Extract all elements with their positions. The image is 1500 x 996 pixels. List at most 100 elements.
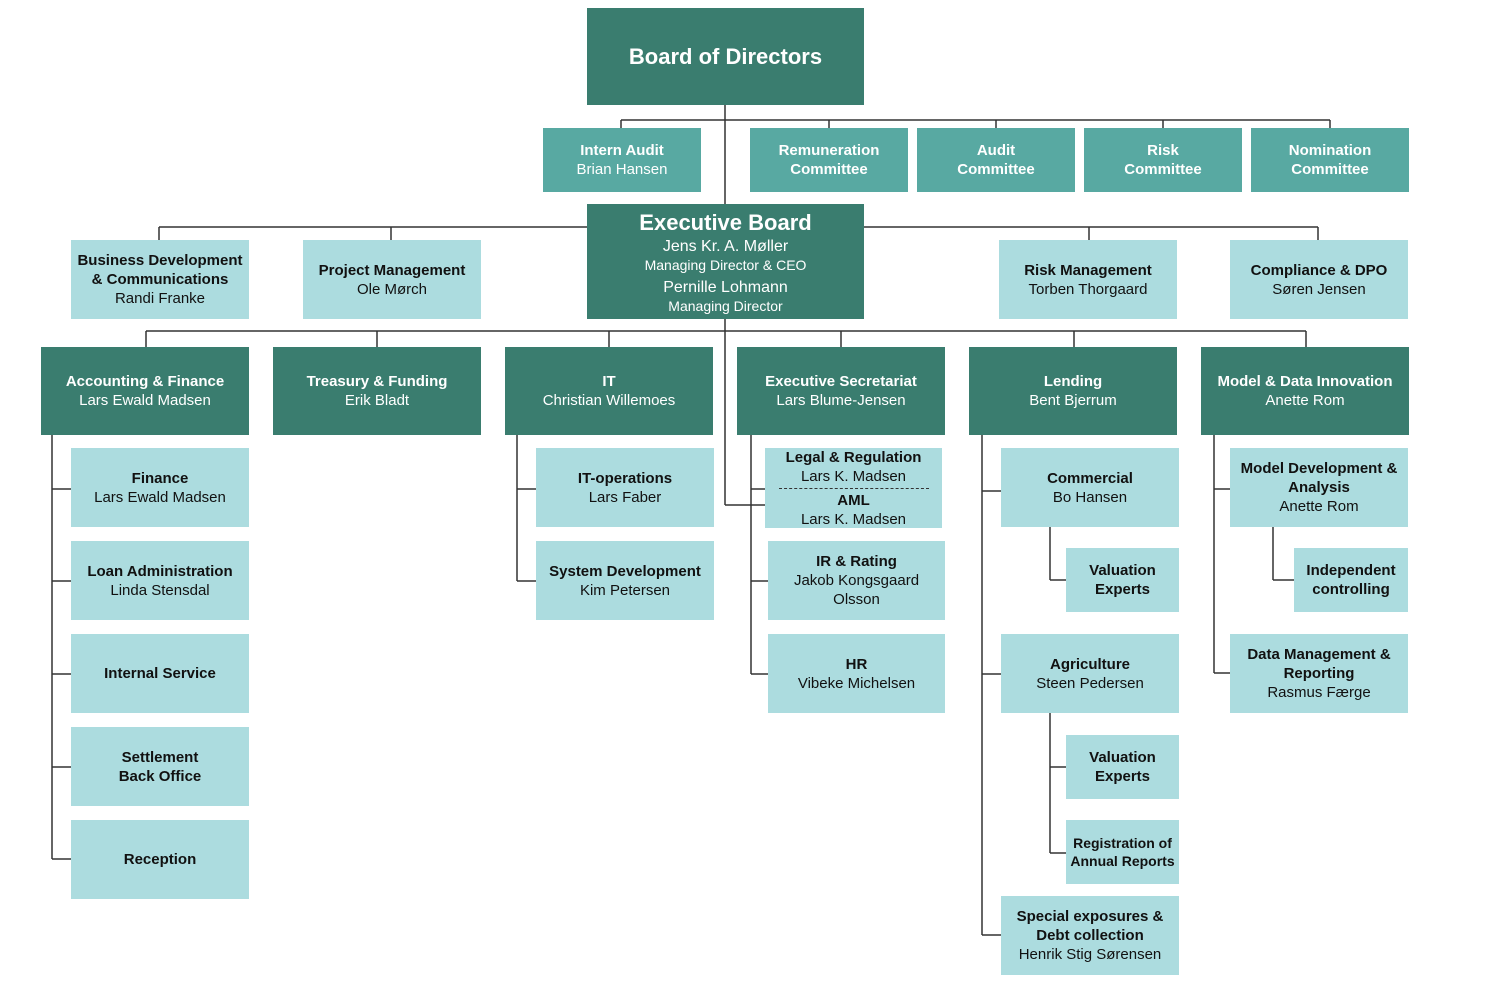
valuation-experts-commercial-title: Valuation Experts (1089, 562, 1156, 598)
settlement-back-office-box: Settlement Back Office (71, 727, 249, 806)
remuneration-committee-title: Remuneration Committee (778, 142, 880, 178)
loan-administration-name: Linda Stensdal (110, 581, 210, 599)
agriculture-title: Agriculture (1049, 655, 1130, 673)
legal-regulation-title: Legal & Regulation (785, 448, 922, 466)
business-development-name: Randi Franke (114, 290, 206, 307)
commercial-title: Commercial (1047, 469, 1133, 487)
data-management-title: Data Management & Reporting (1247, 646, 1391, 682)
executive-board-role-2: Managing Director (668, 297, 783, 314)
internal-service-title: Internal Service (104, 665, 216, 682)
project-management-box: Project Management Ole Mørch (303, 240, 481, 319)
finance-box: Finance Lars Ewald Madsen (71, 448, 249, 527)
executive-board-title: Executive Board (639, 209, 812, 235)
internal-service-box: Internal Service (71, 634, 249, 713)
model-development-box: Model Development & Analysis Anette Rom (1230, 448, 1408, 527)
independent-controlling-box: Independent controlling (1294, 548, 1408, 612)
special-exposures-name: Henrik Stig Sørensen (1018, 946, 1162, 963)
valuation-experts-agriculture-title: Valuation Experts (1089, 749, 1156, 785)
it-operations-title: IT-operations (577, 469, 673, 487)
audit-committee-title: Audit Committee (957, 142, 1035, 178)
it-name: Christian Willemoes (542, 392, 676, 409)
data-management-name: Rasmus Færge (1267, 684, 1371, 701)
audit-committee-box: Audit Committee (917, 128, 1075, 192)
finance-title: Finance (131, 469, 189, 487)
system-development-box: System Development Kim Petersen (536, 541, 714, 620)
lending-name: Bent Bjerrum (1029, 392, 1117, 409)
special-exposures-box: Special exposures & Debt collection Henr… (1001, 896, 1179, 975)
system-development-title: System Development (549, 562, 701, 580)
registration-annual-reports-box: Registration of Annual Reports (1066, 820, 1179, 884)
system-development-name: Kim Petersen (579, 581, 671, 599)
reception-title: Reception (123, 851, 197, 868)
model-data-innovation-name: Anette Rom (1265, 392, 1345, 409)
accounting-finance-box: Accounting & Finance Lars Ewald Madsen (41, 347, 249, 435)
legal-regulation-box: Legal & Regulation Lars K. Madsen AML La… (765, 448, 942, 528)
accounting-finance-name: Lars Ewald Madsen (79, 392, 211, 409)
accounting-finance-title: Accounting & Finance (65, 373, 225, 390)
hr-box: HR Vibeke Michelsen (768, 634, 945, 713)
ir-rating-name: Jakob Kongsgaard Olsson (793, 572, 920, 608)
valuation-experts-commercial-box: Valuation Experts (1066, 548, 1179, 612)
reception-box: Reception (71, 820, 249, 899)
model-data-innovation-box: Model & Data Innovation Anette Rom (1201, 347, 1409, 435)
lending-title: Lending (1043, 373, 1103, 390)
executive-secretariat-title: Executive Secretariat (765, 373, 917, 390)
intern-audit-title: Intern Audit (580, 142, 664, 159)
risk-committee-title: Risk Committee (1124, 142, 1202, 178)
remuneration-committee-box: Remuneration Committee (750, 128, 908, 192)
it-box: IT Christian Willemoes (505, 347, 713, 435)
finance-name: Lars Ewald Madsen (94, 488, 226, 506)
board-title: Board of Directors (628, 43, 823, 69)
independent-controlling-title: Independent controlling (1306, 562, 1396, 598)
compliance-dpo-name: Søren Jensen (1272, 280, 1366, 298)
risk-management-name: Torben Thorgaard (1028, 280, 1148, 298)
executive-secretariat-box: Executive Secretariat Lars Blume-Jensen (737, 347, 945, 435)
nomination-committee-box: Nomination Committee (1251, 128, 1409, 192)
it-operations-box: IT-operations Lars Faber (536, 448, 714, 527)
loan-administration-title: Loan Administration (87, 562, 233, 580)
intern-audit-name: Brian Hansen (576, 161, 668, 178)
treasury-funding-name: Erik Bladt (344, 392, 410, 409)
model-data-innovation-title: Model & Data Innovation (1217, 373, 1393, 390)
aml-name: Lars K. Madsen (800, 510, 907, 528)
executive-secretariat-name: Lars Blume-Jensen (776, 392, 906, 409)
settlement-back-office-title: Settlement Back Office (118, 748, 202, 785)
lending-box: Lending Bent Bjerrum (969, 347, 1177, 435)
risk-committee-box: Risk Committee (1084, 128, 1242, 192)
legal-regulation-name: Lars K. Madsen (800, 467, 907, 485)
nomination-committee-title: Nomination Committee (1288, 142, 1372, 178)
legal-aml-divider (778, 487, 929, 489)
agriculture-name: Steen Pedersen (1036, 674, 1144, 692)
model-development-name: Anette Rom (1279, 498, 1359, 515)
business-development-title: Business Development & Communications (77, 252, 243, 288)
hr-title: HR (845, 655, 868, 673)
aml-title: AML (837, 491, 870, 509)
project-management-title: Project Management (318, 261, 466, 279)
executive-board-role-1: Managing Director & CEO (644, 256, 807, 273)
it-title: IT (602, 373, 616, 390)
treasury-funding-box: Treasury & Funding Erik Bladt (273, 347, 481, 435)
board-of-directors-box: Board of Directors (587, 8, 864, 105)
compliance-dpo-box: Compliance & DPO Søren Jensen (1230, 240, 1408, 319)
business-development-box: Business Development & Communications Ra… (71, 240, 249, 319)
data-management-box: Data Management & Reporting Rasmus Færge (1230, 634, 1408, 713)
special-exposures-title: Special exposures & Debt collection (1016, 908, 1164, 944)
commercial-name: Bo Hansen (1052, 488, 1128, 506)
intern-audit-box: Intern Audit Brian Hansen (543, 128, 701, 192)
commercial-box: Commercial Bo Hansen (1001, 448, 1179, 527)
executive-board-person-2: Pernille Lohmann (663, 278, 788, 296)
treasury-funding-title: Treasury & Funding (306, 373, 448, 390)
risk-management-title: Risk Management (1024, 261, 1152, 279)
ir-rating-title: IR & Rating (816, 553, 897, 570)
registration-annual-reports-title: Registration of Annual Reports (1070, 835, 1175, 869)
executive-board-box: Executive Board Jens Kr. A. Møller Manag… (587, 204, 864, 319)
compliance-dpo-title: Compliance & DPO (1250, 261, 1388, 279)
valuation-experts-agriculture-box: Valuation Experts (1066, 735, 1179, 799)
it-operations-name: Lars Faber (588, 488, 662, 506)
hr-name: Vibeke Michelsen (797, 674, 916, 692)
project-management-name: Ole Mørch (356, 280, 427, 298)
ir-rating-box: IR & Rating Jakob Kongsgaard Olsson (768, 541, 945, 620)
executive-board-person-1: Jens Kr. A. Møller (662, 237, 789, 255)
agriculture-box: Agriculture Steen Pedersen (1001, 634, 1179, 713)
